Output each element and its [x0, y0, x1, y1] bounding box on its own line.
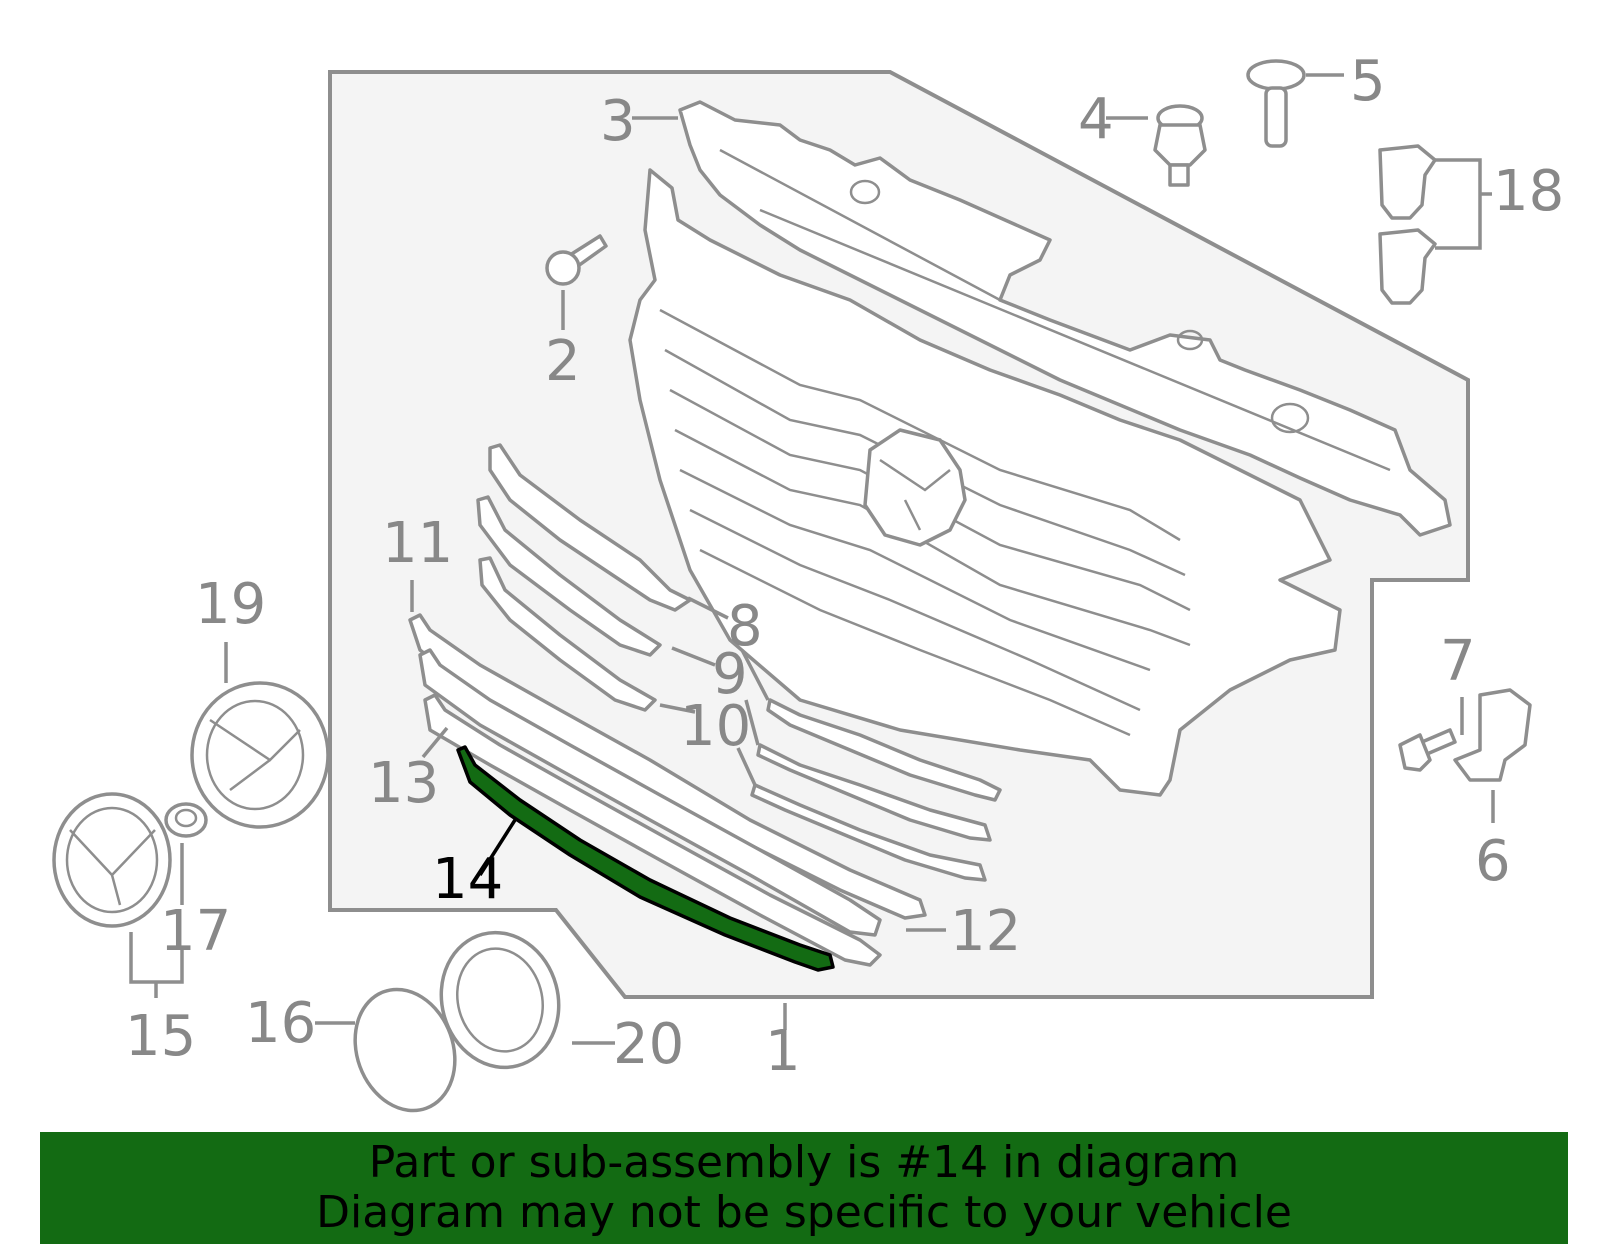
callout-3: 3	[600, 89, 636, 154]
callout-14: 14	[432, 847, 503, 912]
trim-strip-13-part	[423, 693, 882, 967]
lower-trim-right-b	[756, 743, 992, 842]
upper-bracket-part	[678, 100, 1452, 537]
clip-part-4	[1153, 104, 1207, 187]
callout-2: 2	[545, 329, 581, 394]
bolt-part-2	[545, 234, 608, 286]
banner-line-2: Diagram may not be specific to your vehi…	[316, 1187, 1292, 1238]
lower-trim-right-c	[750, 783, 987, 882]
callout-12: 12	[950, 899, 1021, 964]
callout-1: 1	[765, 1019, 801, 1084]
callout-15: 15	[125, 1004, 196, 1069]
info-banner: Part or sub-assembly is #14 in diagram D…	[40, 1132, 1568, 1244]
banner-line-1: Part or sub-assembly is #14 in diagram	[368, 1137, 1240, 1188]
emblem-base-part-19	[190, 681, 330, 829]
callout-16: 16	[245, 991, 316, 1056]
callout-13: 13	[368, 751, 439, 816]
callout-20: 20	[613, 1012, 684, 1077]
trim-strip-12-part	[418, 648, 882, 937]
callout-11: 11	[382, 511, 453, 576]
trim-strip-14-highlighted	[456, 745, 835, 972]
callout-6: 6	[1475, 829, 1511, 894]
callout-8: 8	[727, 594, 763, 659]
callout-7: 7	[1440, 629, 1476, 694]
bracket-part-6	[1453, 688, 1532, 782]
trim-strip-10-part	[478, 556, 657, 712]
retainer-part-18	[1378, 144, 1437, 305]
leader-lines	[129, 73, 1495, 1045]
trim-strip-9-part	[476, 495, 662, 657]
bolt-part-7	[1398, 728, 1457, 772]
callout-4: 4	[1078, 87, 1114, 152]
screw-part-5	[1246, 59, 1306, 148]
callout-9: 9	[712, 642, 748, 707]
ring-part-20	[439, 930, 561, 1070]
callout-18: 18	[1493, 159, 1564, 224]
trim-strip-8-part	[488, 443, 692, 612]
main-grille-part	[628, 168, 1342, 797]
emblem-part-15	[52, 792, 172, 928]
lower-trim-right-a	[766, 698, 1002, 802]
clip-part-17	[164, 802, 208, 838]
callout-5: 5	[1350, 49, 1386, 114]
callout-19: 19	[195, 572, 266, 637]
callout-10: 10	[680, 694, 751, 759]
callout-17: 17	[160, 899, 231, 964]
